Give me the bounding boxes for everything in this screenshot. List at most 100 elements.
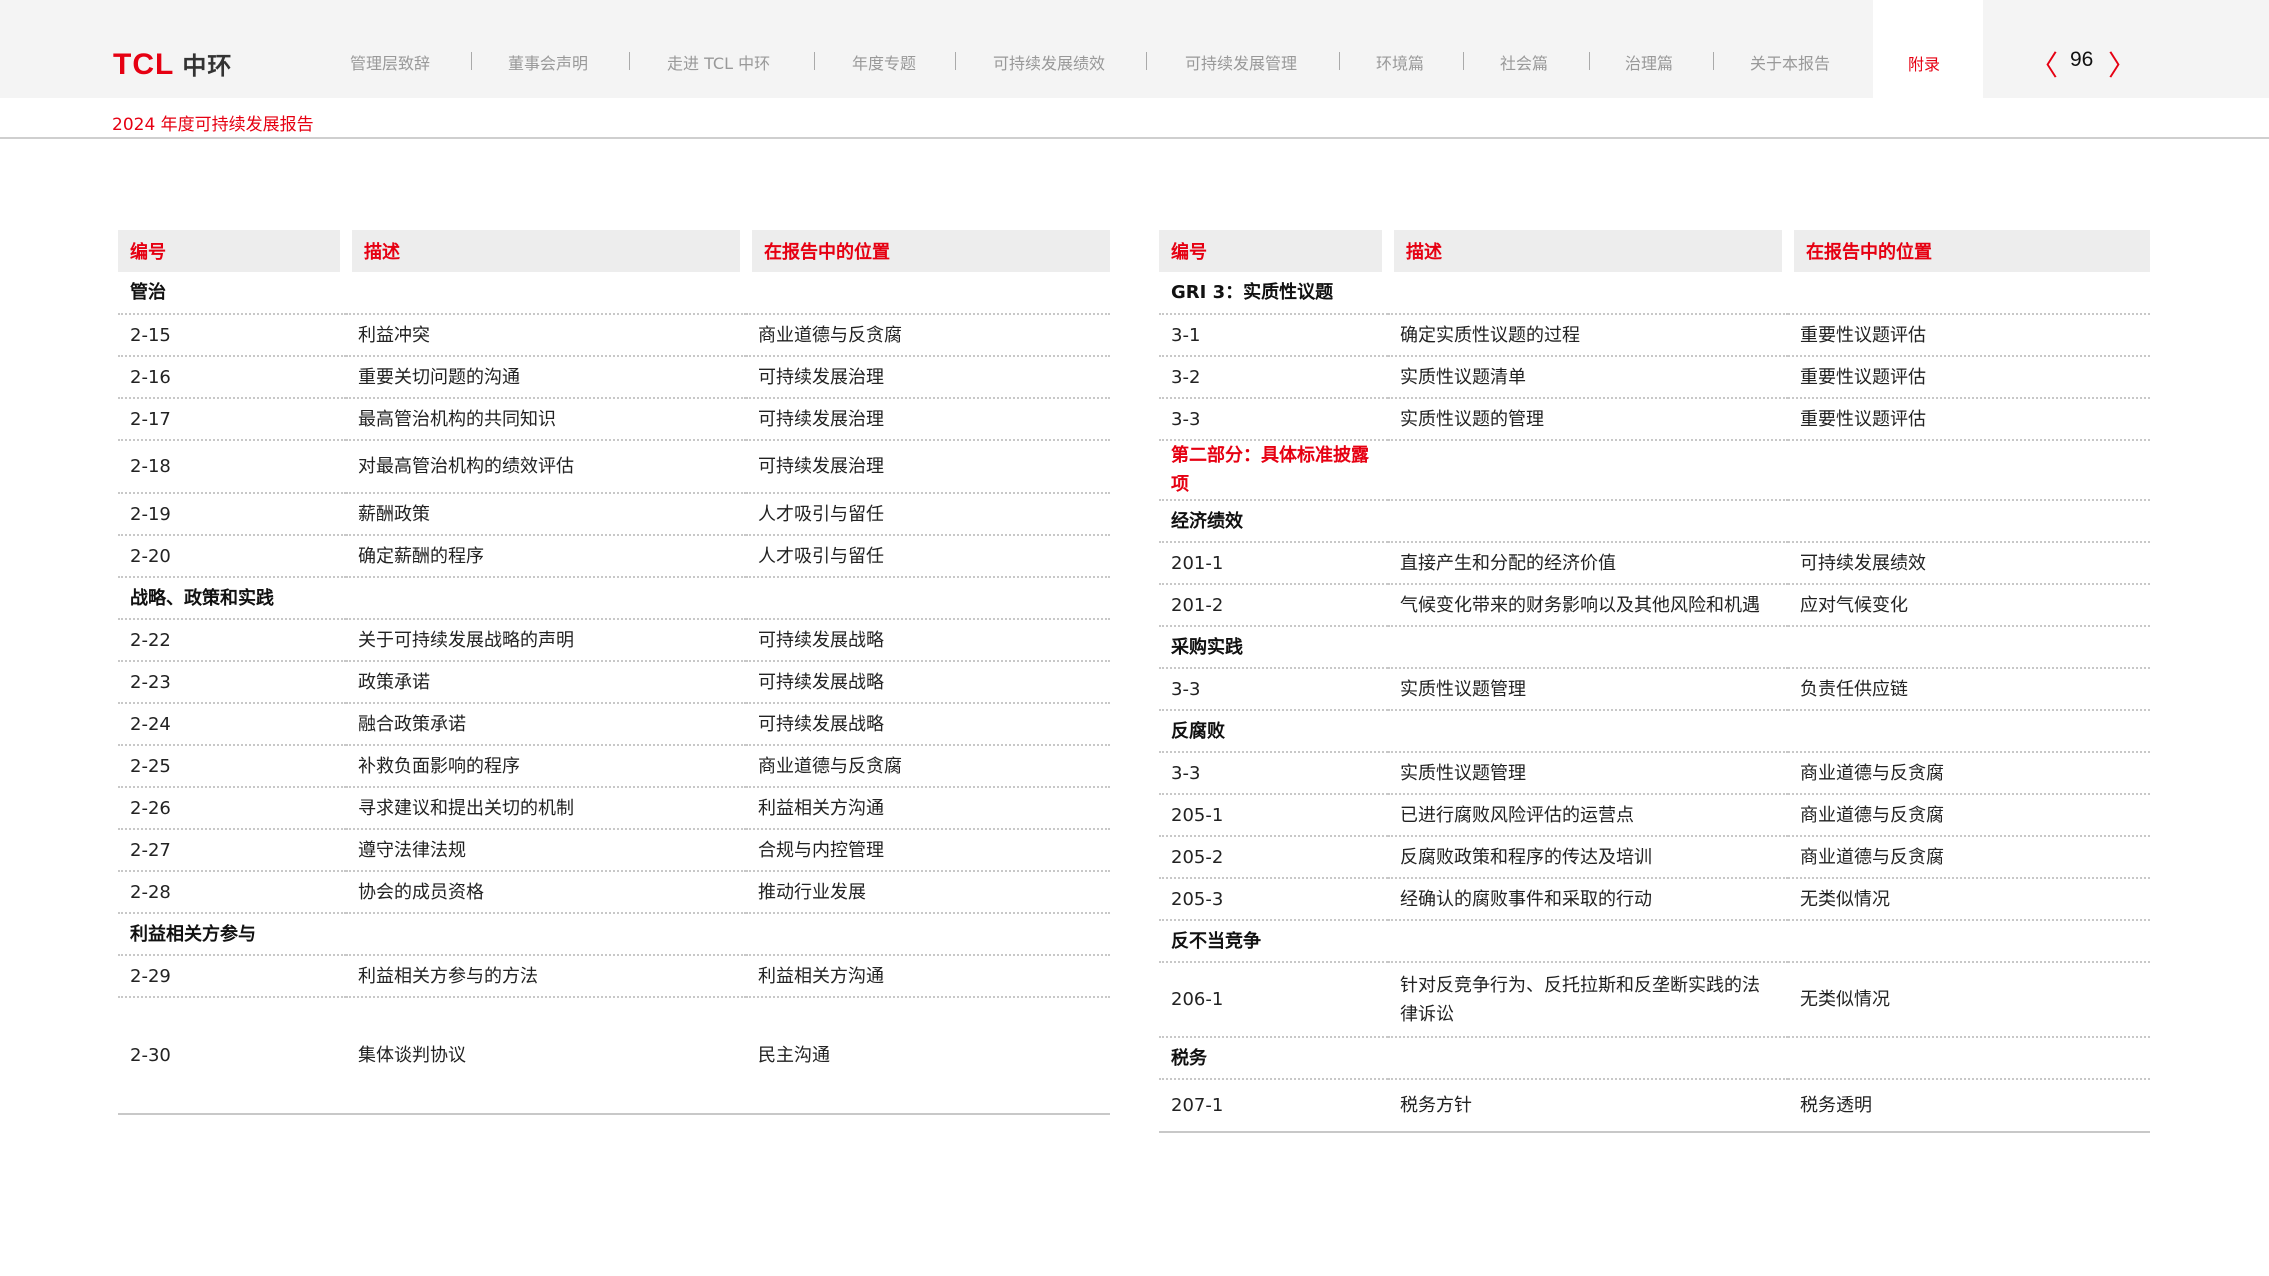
description: 集体谈判协议 (346, 997, 746, 1115)
description: 最高管治机构的共同知识 (346, 398, 746, 441)
description: 利益相关方参与的方法 (346, 955, 746, 998)
nav-item-governance[interactable]: 治理篇 (1625, 54, 1674, 73)
nav-divider (1339, 52, 1340, 70)
report-location: 可持续发展治理 (746, 440, 1110, 494)
nav-item-environment[interactable]: 环境篇 (1376, 54, 1425, 73)
table-header-row: 编号 描述 在报告中的位置 (118, 230, 1110, 272)
disclosure-id: 205-1 (1159, 794, 1388, 837)
report-location: 推动行业发展 (746, 871, 1110, 914)
report-location: 可持续发展治理 (746, 398, 1110, 441)
description: 协会的成员资格 (346, 871, 746, 914)
section-row: 反腐败 (1159, 710, 2150, 753)
description: 利益冲突 (346, 314, 746, 357)
disclosure-id: 2-15 (118, 314, 346, 357)
description: 实质性议题管理 (1388, 752, 1788, 795)
report-location: 重要性议题评估 (1788, 398, 2150, 441)
description (1388, 500, 1788, 543)
section-row: 经济绩效 (1159, 500, 2150, 543)
disclosure-id: 3-1 (1159, 314, 1388, 357)
nav-item-society[interactable]: 社会篇 (1500, 54, 1549, 73)
section-row: GRI 3：实质性议题 (1159, 272, 2150, 315)
description (346, 272, 746, 315)
section-title: 管治 (118, 272, 346, 315)
disclosure-id: 3-3 (1159, 398, 1388, 441)
disclosure-id: 2-24 (118, 703, 346, 746)
chevron-right-icon[interactable]: 〉 (2108, 49, 2137, 82)
chevron-left-icon[interactable]: 〈 (2030, 49, 2059, 82)
section-row: 第二部分：具体标准披露项 (1159, 440, 2150, 501)
disclosure-id: 206-1 (1159, 962, 1388, 1038)
report-location (1788, 500, 2150, 543)
description: 税务方针 (1388, 1079, 1788, 1133)
description: 确定实质性议题的过程 (1388, 314, 1788, 357)
disclosure-id: 2-26 (118, 787, 346, 830)
description: 气候变化带来的财务影响以及其他风险和机遇 (1388, 584, 1788, 627)
report-title: 2024 年度可持续发展报告 (112, 115, 314, 135)
description: 实质性议题管理 (1388, 668, 1788, 711)
disclosure-id: 205-2 (1159, 836, 1388, 879)
report-location: 商业道德与反贪腐 (1788, 752, 2150, 795)
report-location (746, 577, 1110, 620)
description (346, 577, 746, 620)
section-title: 反腐败 (1159, 710, 1388, 753)
description: 实质性议题清单 (1388, 356, 1788, 399)
section-nav: 管理层致辞 董事会声明 走进 TCL 中环 年度专题 可持续发展绩效 可持续发展… (0, 50, 2269, 74)
report-location (1788, 1037, 2150, 1080)
description (1388, 272, 1788, 315)
nav-item-annual-topic[interactable]: 年度专题 (852, 54, 917, 73)
description: 遵守法律法规 (346, 829, 746, 872)
col-header-location: 在报告中的位置 (746, 230, 1110, 272)
report-location: 税务透明 (1788, 1079, 2150, 1133)
disclosure-id: 2-18 (118, 440, 346, 494)
section-title: 税务 (1159, 1037, 1388, 1080)
description (1388, 920, 1788, 963)
description: 寻求建议和提出关切的机制 (346, 787, 746, 830)
nav-item-appendix[interactable]: 附录 (1873, 0, 1983, 98)
section-row: 税务 (1159, 1037, 2150, 1080)
nav-item-about-report[interactable]: 关于本报告 (1750, 54, 1831, 73)
nav-item-board-statement[interactable]: 董事会声明 (508, 54, 589, 73)
description (346, 913, 746, 956)
description: 经确认的腐败事件和采取的行动 (1388, 878, 1788, 921)
disclosure-id: 2-16 (118, 356, 346, 399)
description (1388, 710, 1788, 753)
description: 已进行腐败风险评估的运营点 (1388, 794, 1788, 837)
report-location: 可持续发展绩效 (1788, 542, 2150, 585)
disclosure-id: 2-19 (118, 493, 346, 536)
header-divider (0, 137, 2269, 139)
disclosure-id: 3-2 (1159, 356, 1388, 399)
report-location: 商业道德与反贪腐 (746, 314, 1110, 357)
description: 直接产生和分配的经济价值 (1388, 542, 1788, 585)
section-row: 利益相关方参与 (118, 913, 1110, 956)
nav-item-about-tcl[interactable]: 走进 TCL 中环 (667, 54, 771, 73)
disclosure-id: 2-25 (118, 745, 346, 788)
disclosure-id: 2-22 (118, 619, 346, 662)
report-location: 商业道德与反贪腐 (1788, 794, 2150, 837)
report-location: 可持续发展治理 (746, 356, 1110, 399)
nav-item-sustainability-performance[interactable]: 可持续发展绩效 (993, 54, 1106, 73)
section-title: 经济绩效 (1159, 500, 1388, 543)
report-location (1788, 272, 2150, 315)
report-location: 可持续发展战略 (746, 619, 1110, 662)
report-location: 可持续发展战略 (746, 703, 1110, 746)
table-header-row: 编号 描述 在报告中的位置 (1159, 230, 2150, 272)
report-location: 利益相关方沟通 (746, 787, 1110, 830)
nav-item-management-message[interactable]: 管理层致辞 (350, 54, 431, 73)
nav-item-sustainability-management[interactable]: 可持续发展管理 (1185, 54, 1298, 73)
report-location: 合规与内控管理 (746, 829, 1110, 872)
nav-divider (1463, 52, 1464, 70)
